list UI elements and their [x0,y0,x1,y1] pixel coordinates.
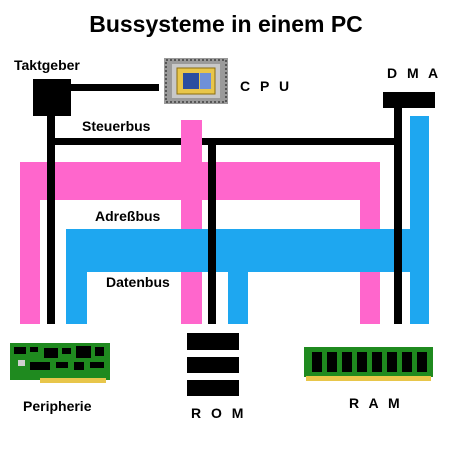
data-bus-label: Datenbus [106,274,170,290]
peripherals-label: Peripherie [23,398,92,414]
address-bus-label: Adreßbus [95,208,161,224]
clock-label: Taktgeber [14,57,80,73]
dma-block [383,92,435,108]
control-bus-center-overlay [208,162,216,324]
rom-chips [187,333,239,396]
cpu-label: C P U [240,78,292,94]
ram-label: R A M [349,395,403,411]
clock-to-cpu-line [71,84,159,91]
dma-label: D M A [387,65,441,81]
control-bus-label: Steuerbus [82,118,151,134]
peripheral-card-icon [10,343,110,383]
data-bus [66,116,429,324]
ram-module-icon [304,347,433,381]
control-bus-left-overlay [47,162,55,324]
cpu-chip-icon [164,58,228,104]
address-bus [20,120,380,324]
control-bus-right-overlay [394,162,402,324]
clock-block [33,79,71,116]
diagram-title: Bussysteme in einem PC [89,11,363,37]
rom-label: R O M [191,405,246,421]
